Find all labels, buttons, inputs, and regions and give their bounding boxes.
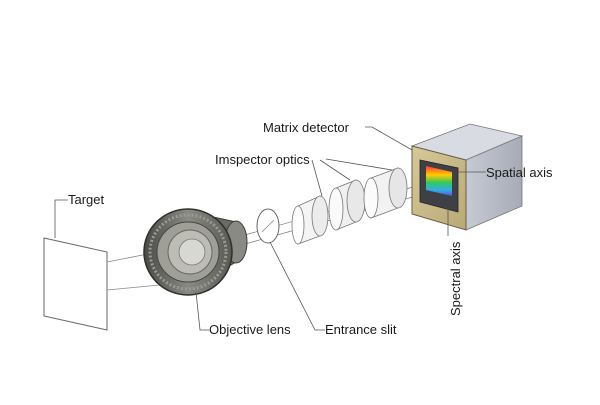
label-objective-lens: Objective lens <box>209 322 291 337</box>
leader-optics-3 <box>325 158 393 171</box>
leader-slit <box>269 241 325 331</box>
label-entrance-slit: Entrance slit <box>325 322 397 337</box>
target-plate <box>43 237 108 331</box>
matrix-detector <box>410 123 524 231</box>
label-spatial-axis: Spatial axis <box>486 165 553 180</box>
detector-spectrum <box>426 166 452 196</box>
entrance-slit <box>256 208 280 244</box>
leader-optics-2 <box>319 159 351 181</box>
leader-matrix <box>365 126 413 151</box>
objective-lens <box>143 208 248 296</box>
label-target: Target <box>68 192 105 207</box>
imspector-optics <box>291 167 408 245</box>
leader-optics-1 <box>311 159 323 197</box>
label-matrix-detector: Matrix detector <box>263 120 349 135</box>
leader-target <box>54 199 68 238</box>
label-imspector-optics: Imspector optics <box>215 152 310 167</box>
leader-objective <box>195 291 209 331</box>
label-spectral-axis: Spectral axis <box>448 241 463 316</box>
